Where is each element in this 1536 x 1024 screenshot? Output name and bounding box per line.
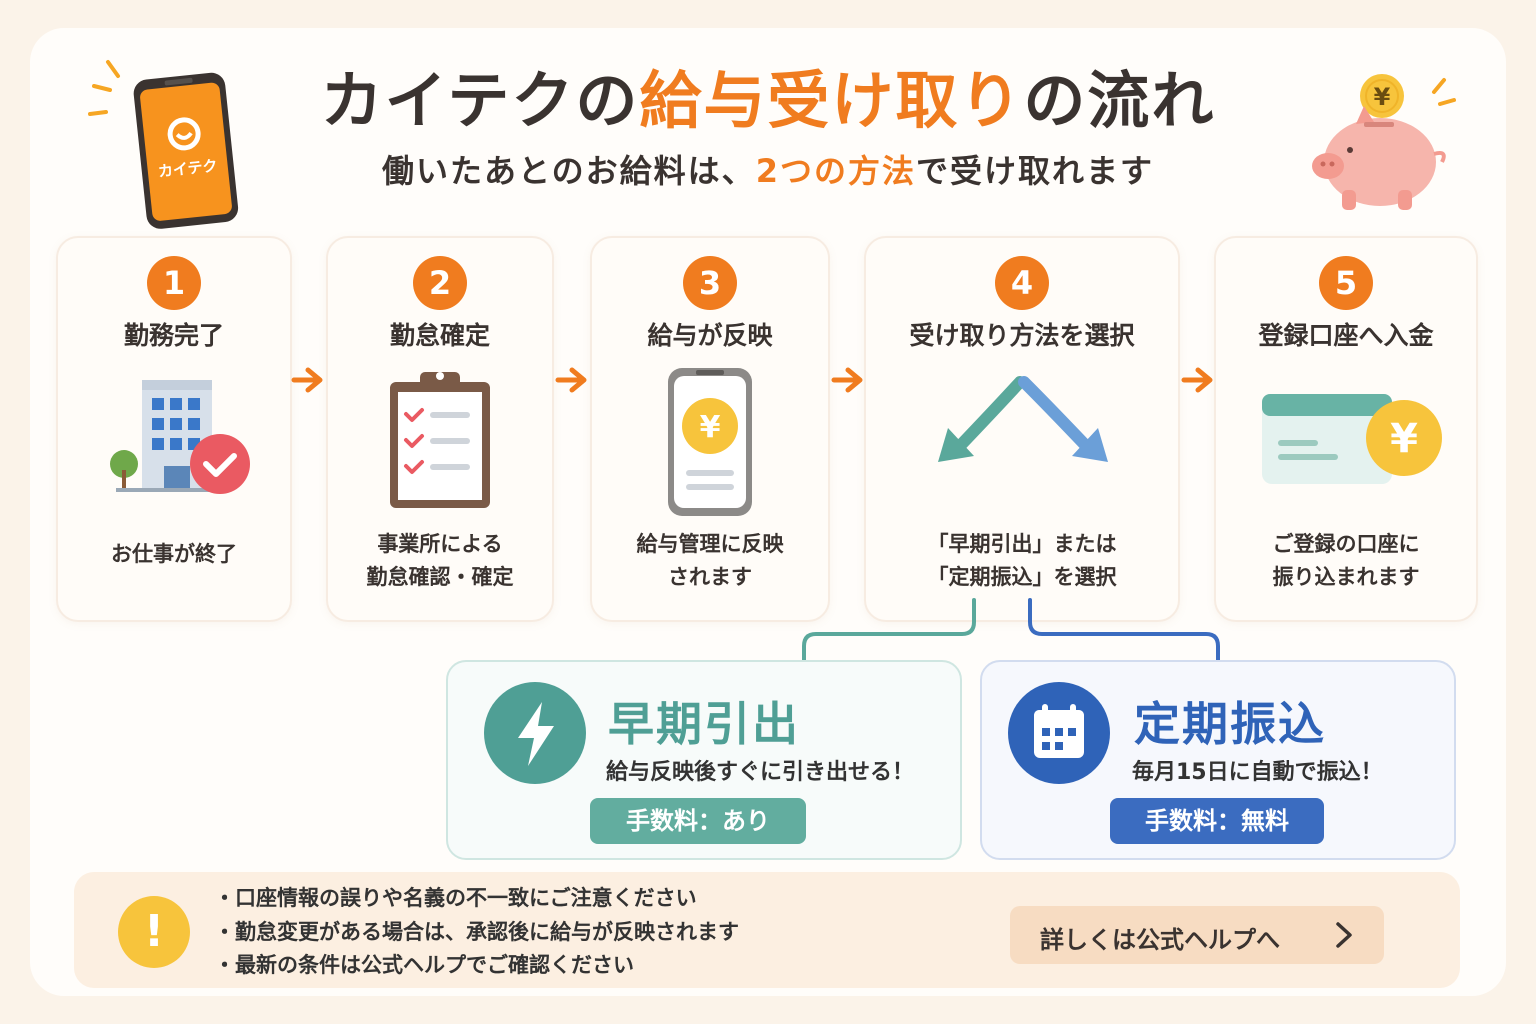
svg-text:¥: ¥ xyxy=(700,410,721,445)
split-arrows-icon xyxy=(938,376,1108,462)
arrow-right-icon xyxy=(831,367,863,393)
page-subtitle: 働いたあとのお給料は、2つの方法で受け取れます xyxy=(0,146,1536,192)
step-title: 勤怠確定 xyxy=(389,321,490,350)
step-title: 登録口座へ入金 xyxy=(1258,321,1434,350)
subtitle-part-1: 働いたあとのお給料は、 xyxy=(382,152,756,190)
title-accent: 給与受け取り xyxy=(639,64,1024,137)
step-description-line: 振り込まれます xyxy=(1272,565,1420,589)
arrow-right-icon xyxy=(555,367,587,393)
smartphone-app-illustration: カイテク xyxy=(88,60,239,229)
early-withdrawal-card: 早期引出 給与反映後すぐに引き出せる！ 手数料：あり xyxy=(446,660,962,860)
note-item: 勤怠変更がある場合は、承認後に給与が反映されます xyxy=(214,916,739,950)
step-description-line: ご登録の口座に xyxy=(1272,532,1420,556)
step-description-line: 「定期振込」を選択 xyxy=(927,565,1117,589)
step-description: お仕事が終了 xyxy=(58,538,290,571)
page-title: カイテクの給与受け取りの流れ xyxy=(0,50,1536,140)
method-title: 定期振込 xyxy=(1134,697,1326,751)
step-title: 受け取り方法を選択 xyxy=(909,321,1135,350)
step-description: ご登録の口座に 振り込まれます xyxy=(1216,528,1476,594)
fee-badge: 手数料：あり xyxy=(590,798,806,844)
notes-list: 口座情報の誤りや名義の不一致にご注意ください 勤怠変更がある場合は、承認後に給与… xyxy=(214,882,739,983)
title-part-2: の流れ xyxy=(1023,64,1216,137)
arrow-right-icon xyxy=(291,367,323,393)
help-button-label: 詳しくは公式ヘルプへ xyxy=(1040,926,1280,954)
official-help-button[interactable]: 詳しくは公式ヘルプへ xyxy=(1010,906,1384,964)
step-card-3: 3 給与が反映 ¥ 給与管理に反映 されます xyxy=(590,236,830,622)
step-number-badge: 2 xyxy=(413,256,467,310)
calendar-icon xyxy=(1008,682,1110,784)
step-description-line: 勤怠確認・確定 xyxy=(366,565,514,589)
clipboard-checklist-icon xyxy=(390,372,490,508)
title-part-1: カイテクの xyxy=(320,64,640,137)
step-description-line: お仕事が終了 xyxy=(111,542,237,566)
svg-text:¥: ¥ xyxy=(1374,83,1391,111)
step-number-badge: 1 xyxy=(147,256,201,310)
bank-card-yen-icon: ¥ xyxy=(1262,394,1442,484)
step-description: 「早期引出」または 「定期振込」を選択 xyxy=(866,528,1178,594)
notes-box: ! 口座情報の誤りや名義の不一致にご注意ください 勤怠変更がある場合は、承認後に… xyxy=(74,872,1460,988)
method-description: 毎月15日に自動で振込！ xyxy=(1132,760,1383,785)
piggy-bank-illustration: ¥ xyxy=(1312,74,1456,210)
step-description-line: 給与管理に反映 xyxy=(636,532,784,556)
method-description: 給与反映後すぐに引き出せる！ xyxy=(606,760,915,785)
step-description-line: 「早期引出」または xyxy=(927,532,1117,556)
arrow-right-icon xyxy=(1181,367,1213,393)
note-item: 最新の条件は公式ヘルプでご確認ください xyxy=(214,949,739,983)
step-description: 給与管理に反映 されます xyxy=(592,528,828,594)
step-number-badge: 5 xyxy=(1319,256,1373,310)
subtitle-part-2: で受け取れます xyxy=(915,152,1154,190)
lightning-icon xyxy=(484,682,586,784)
step-card-2: 2 勤怠確定 事業所による 勤怠確認・確定 xyxy=(326,236,554,622)
step-card-5: 5 登録口座へ入金 ¥ ご登録の口座に 振り込まれます xyxy=(1214,236,1478,622)
method-title: 早期引出 xyxy=(608,697,800,751)
fee-badge: 手数料：無料 xyxy=(1110,798,1324,844)
office-building-check-icon xyxy=(110,380,250,494)
step-number-badge: 3 xyxy=(683,256,737,310)
step-title: 給与が反映 xyxy=(647,321,773,350)
step-card-4: 4 受け取り方法を選択 「早期引出」または 「定期振込」を選択 xyxy=(864,236,1180,622)
step-card-1: 1 勤務完了 お仕事が終了 xyxy=(56,236,292,622)
regular-transfer-card: 定期振込 毎月15日に自動で振込！ 手数料：無料 xyxy=(980,660,1456,860)
chevron-right-icon xyxy=(1336,922,1352,948)
warning-icon: ! xyxy=(118,896,190,968)
svg-text:¥: ¥ xyxy=(1390,416,1418,462)
phone-yen-icon: ¥ xyxy=(668,368,752,516)
step-description-line: 事業所による xyxy=(377,532,503,556)
subtitle-accent: 2つの方法 xyxy=(755,152,916,190)
note-item: 口座情報の誤りや名義の不一致にご注意ください xyxy=(214,882,739,916)
step-title: 勤務完了 xyxy=(123,321,224,350)
step-number-badge: 4 xyxy=(995,256,1049,310)
step-description: 事業所による 勤怠確認・確定 xyxy=(328,528,552,594)
step-description-line: されます xyxy=(668,565,752,589)
